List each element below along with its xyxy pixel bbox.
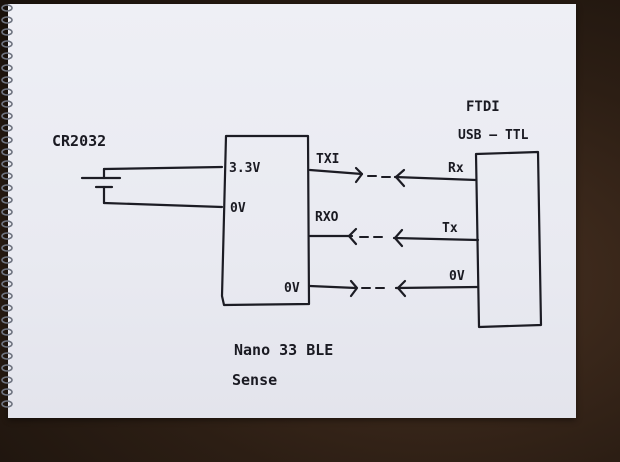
spiral-coil xyxy=(1,208,13,216)
spiral-coil xyxy=(1,400,13,408)
spiral-coil xyxy=(1,40,13,48)
spiral-coil xyxy=(1,316,13,324)
ftdi-pin-gnd-label: 0V xyxy=(449,269,465,284)
spiral-coil xyxy=(1,196,13,204)
spiral-coil xyxy=(1,388,13,396)
wire-rxo-tx xyxy=(308,227,480,248)
spiral-coil xyxy=(1,244,13,252)
wire-txi-rx xyxy=(308,166,478,188)
spiral-coil xyxy=(1,136,13,144)
spiral-coil xyxy=(1,76,13,84)
spiral-coil xyxy=(1,352,13,360)
notebook-paper xyxy=(8,4,576,418)
ftdi-pin-tx-label: Tx xyxy=(442,221,458,236)
spiral-coil xyxy=(1,268,13,276)
spiral-coil xyxy=(1,52,13,60)
spiral-coil xyxy=(1,148,13,156)
spiral-coil xyxy=(1,232,13,240)
ftdi-pin-rx-label: Rx xyxy=(448,161,464,176)
spiral-coil xyxy=(1,376,13,384)
spiral-coil xyxy=(1,124,13,132)
pin-txi-label: TXI xyxy=(316,152,339,167)
wire-gnd-gnd xyxy=(308,279,480,298)
pin-gnd-left-label: 0V xyxy=(230,201,246,216)
spiral-coil xyxy=(1,364,13,372)
spiral-coil xyxy=(1,160,13,168)
notebook-spiral-binding xyxy=(1,4,13,408)
nano-board-outline xyxy=(220,134,311,307)
ftdi-title-line1: FTDI xyxy=(466,99,500,115)
spiral-coil xyxy=(1,280,13,288)
spiral-coil xyxy=(1,340,13,348)
ftdi-board-outline xyxy=(474,150,543,329)
spiral-coil xyxy=(1,112,13,120)
pin-rxo-label: RXO xyxy=(315,210,339,225)
spiral-coil xyxy=(1,220,13,228)
spiral-coil xyxy=(1,16,13,24)
battery-symbol xyxy=(80,165,224,209)
spiral-coil xyxy=(1,184,13,192)
battery-label: CR2032 xyxy=(52,132,106,150)
spiral-coil xyxy=(1,328,13,336)
nano-board-name-line1: Nano 33 BLE xyxy=(234,341,333,359)
ftdi-title-line2: USB — TTL xyxy=(458,128,529,143)
spiral-coil xyxy=(1,64,13,72)
spiral-coil xyxy=(1,304,13,312)
pin-gnd-right-label: 0V xyxy=(284,281,300,296)
spiral-coil xyxy=(1,88,13,96)
spiral-coil xyxy=(1,292,13,300)
spiral-coil xyxy=(1,256,13,264)
spiral-coil xyxy=(1,4,13,12)
spiral-coil xyxy=(1,172,13,180)
spiral-coil xyxy=(1,100,13,108)
spiral-coil xyxy=(1,28,13,36)
nano-board-name-line2: Sense xyxy=(232,371,277,389)
pin-3v3-label: 3.3V xyxy=(229,161,260,176)
